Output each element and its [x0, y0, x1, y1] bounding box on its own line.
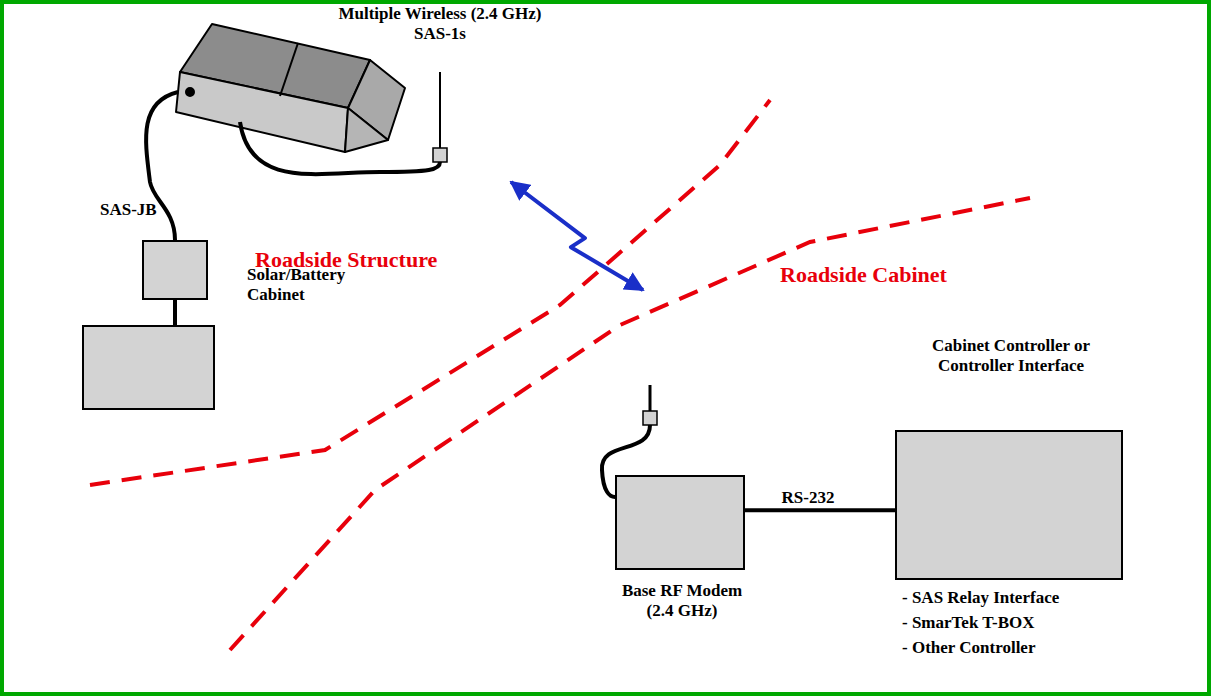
- node-label: Base RF Modem (2.4 GHz): [607, 581, 757, 621]
- boundary-line: [230, 198, 1030, 650]
- equipment-box: SAS-JB: [142, 240, 208, 300]
- edge-label: RS-232: [779, 488, 838, 508]
- equipment-box: Base RF Modem (2.4 GHz): [615, 475, 745, 570]
- list-item: - Other Controller: [902, 638, 1142, 658]
- wireless-link: [511, 182, 643, 290]
- node-label: Cabinet Controller or Controller Interfa…: [911, 336, 1111, 376]
- region-label: Roadside Cabinet: [780, 262, 947, 288]
- sensor-node: Multiple Wireless (2.4 GHz) SAS-1s: [176, 20, 411, 165]
- node-label: SAS-JB: [100, 200, 190, 220]
- region-label: Roadside Structure: [255, 247, 437, 273]
- list-item: - SmarTek T-BOX: [902, 613, 1142, 633]
- equipment-box: Solar/Battery Cabinet: [82, 325, 215, 410]
- equipment-box: Cabinet Controller or Controller Interfa…: [895, 430, 1123, 580]
- sensor-antenna: [240, 72, 447, 174]
- list-item: - SAS Relay Interface: [902, 588, 1142, 608]
- cable: [173, 300, 177, 325]
- cable: [745, 508, 895, 512]
- node-label: Multiple Wireless (2.4 GHz) SAS-1s: [330, 4, 550, 44]
- boundary-line: [90, 100, 770, 485]
- sensor-device: [176, 24, 405, 152]
